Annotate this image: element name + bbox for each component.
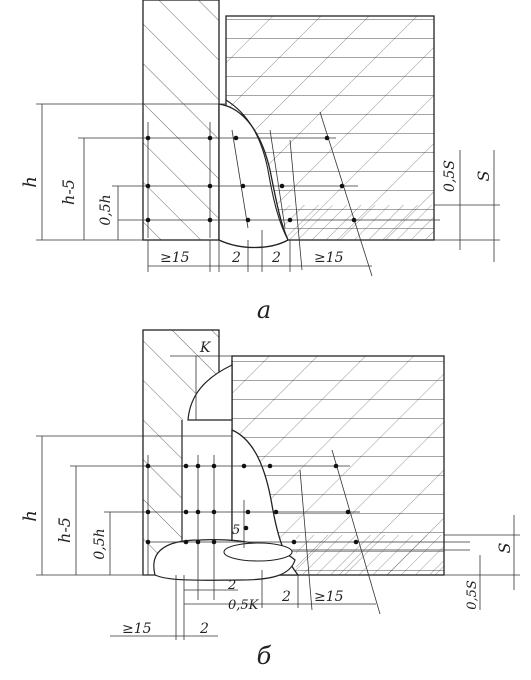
caption-a: а — [257, 296, 271, 324]
label-min15-right-a: ≥15 — [314, 250, 344, 266]
bottom-dimensions-b — [110, 570, 376, 640]
label-half-s-b: 0,5S — [465, 580, 480, 610]
label-h-a: h — [20, 176, 41, 188]
label-gap-right-b: 2 — [281, 589, 291, 605]
figure-a: h h-5 0,5h 0,5S S ≥15 2 2 ≥15 а — [20, 0, 500, 324]
left-dimensions-b — [36, 436, 155, 576]
label-five-b: 5 — [232, 523, 240, 538]
caption-b: б — [257, 642, 272, 670]
label-s-a: S — [474, 170, 493, 181]
upper-fillet-b — [187, 364, 233, 421]
right-dimensions-b — [444, 515, 520, 610]
label-h5-a: h-5 — [59, 179, 78, 205]
figure-b: K h h-5 0,5h 5 S 0,5S 2 0,5K 2 ≥15 ≥15 2… — [20, 329, 520, 670]
measure-points-a — [145, 135, 357, 223]
label-min15-left-b: ≥15 — [122, 621, 152, 637]
label-gap-right-a: 2 — [271, 250, 281, 266]
label-gap-left-b: 2 — [199, 621, 209, 637]
bevel-line-a — [225, 99, 289, 241]
label-gap-left-a: 2 — [231, 250, 241, 266]
root-lens-b — [223, 542, 293, 562]
bottom-dimensions-a — [147, 230, 372, 272]
label-h-b: h — [20, 510, 41, 522]
left-dimensions-a — [36, 104, 143, 241]
label-half-h-a: 0,5h — [98, 194, 114, 225]
label-s-b: S — [495, 542, 514, 553]
horizontal-plate-a — [225, 15, 435, 241]
vertical-plate-a — [142, 0, 220, 241]
label-min15-right-b: ≥15 — [314, 589, 344, 605]
label-min15-left-a: ≥15 — [160, 250, 190, 266]
label-gap-top-b: 2 — [227, 578, 236, 593]
label-half-k-b: 0,5K — [228, 598, 260, 613]
label-half-s-a: 0,5S — [442, 160, 458, 192]
label-half-h-b: 0,5h — [92, 528, 108, 559]
label-k-b: K — [199, 340, 212, 356]
label-h5-b: h-5 — [55, 517, 74, 543]
measure-points-b — [145, 463, 359, 545]
right-dimensions-a — [434, 150, 500, 262]
